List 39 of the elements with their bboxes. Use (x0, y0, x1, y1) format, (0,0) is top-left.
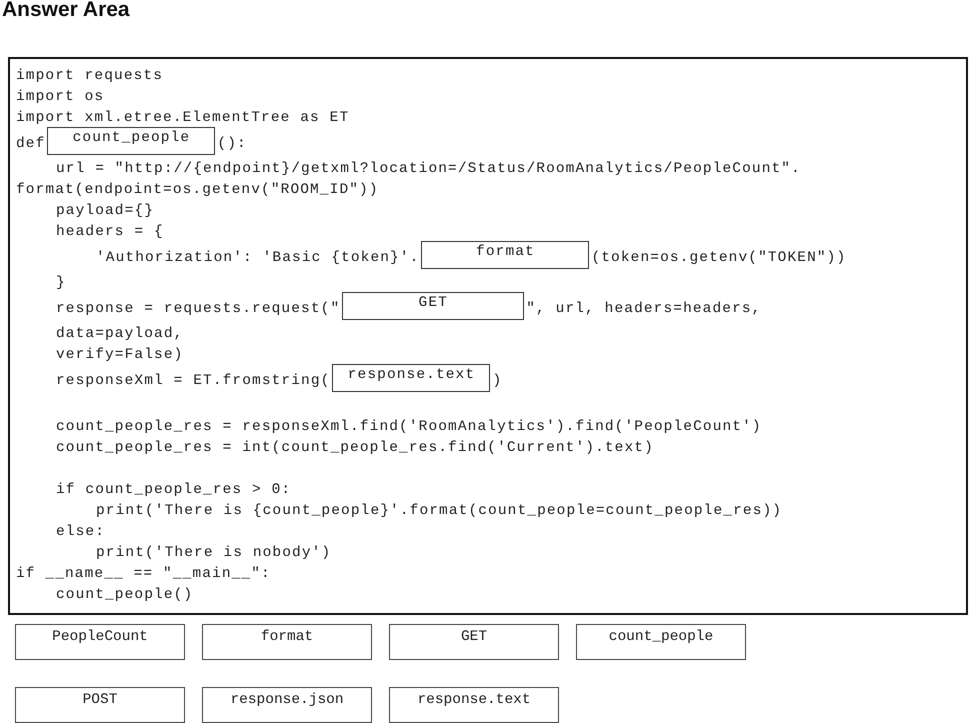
code-text: format(endpoint=os.getenv("ROOM_ID")) (16, 182, 379, 198)
answer-option: response.text (389, 687, 559, 723)
answer-option: count_people (576, 624, 746, 660)
answer-option: PeopleCount (15, 624, 185, 660)
code-text: else: (56, 524, 106, 540)
code-text: url = "http://{endpoint}/getxml?location=/Status/RoomAnalytics/PeopleCount". (56, 161, 801, 177)
code-text: print('There is nobody') (96, 545, 332, 561)
code-text: headers = { (56, 224, 164, 240)
code-text: count_people_res = int(count_people_res.find('Current').text) (56, 440, 654, 456)
answer-option: format (202, 624, 372, 660)
code-text: ) (492, 373, 502, 389)
answer-slot: format (421, 241, 590, 270)
code-text: def (16, 136, 46, 152)
answer-slot: response.text (332, 364, 490, 392)
code-text: print('There is {count_people}'.format(count_people=count_people_res)) (96, 503, 782, 519)
code-text: payload={} (56, 203, 154, 219)
code-text: responseXml = ET.fromstring( (56, 373, 330, 389)
answer-option: GET (389, 624, 559, 660)
code-text: (token=os.getenv("TOKEN")) (591, 250, 846, 266)
code-text: response = requests.request(" (56, 301, 340, 317)
code-text: import requests (16, 68, 164, 84)
code-text: } (56, 275, 66, 291)
code-text: count_people() (56, 587, 194, 603)
code-text: import os (16, 89, 104, 105)
code-text: verify=False) (56, 347, 184, 363)
answer-option: response.json (202, 687, 372, 723)
code-text: (): (217, 136, 247, 152)
answer-option: POST (15, 687, 185, 723)
code-text: if count_people_res > 0: (56, 482, 292, 498)
code-text: import xml.etree.ElementTree as ET (16, 110, 350, 126)
code-panel (8, 57, 968, 615)
code-text: if __name__ == "__main__": (16, 566, 271, 582)
code-text: ", url, headers=headers, (526, 301, 762, 317)
code-text: count_people_res = responseXml.find('RoomAnalytics').find('PeopleCount') (56, 419, 762, 435)
code-text: 'Authorization': 'Basic {token}'. (96, 250, 420, 266)
answer-slot: count_people (47, 127, 216, 156)
code-text: data=payload, (56, 326, 184, 342)
answer-slot: GET (342, 292, 524, 320)
heading: Answer Area (2, 0, 130, 22)
